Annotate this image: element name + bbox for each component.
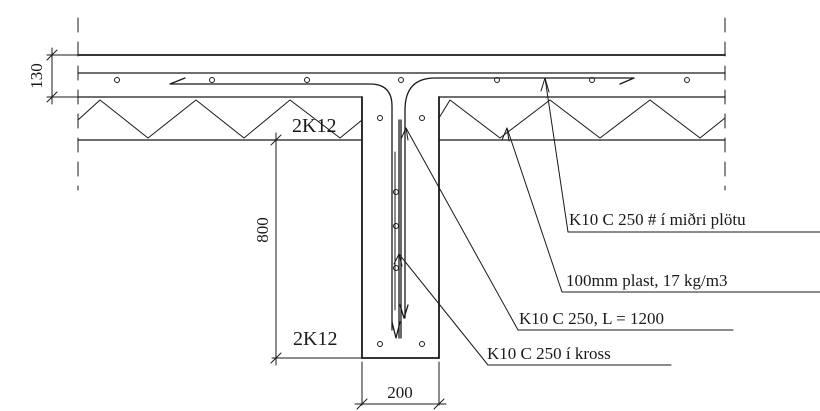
bottom-rebar-label: 2K12 — [293, 328, 337, 350]
slab-outline — [77, 54, 726, 141]
wall-rebar-dots — [377, 115, 425, 347]
slab-rebar-dots — [114, 77, 690, 83]
insulation-zigzag-left — [77, 99, 363, 139]
top-rebar-label: 2K12 — [292, 115, 336, 137]
insulation-zigzag-right — [438, 99, 726, 139]
wall-height-dimension — [270, 132, 363, 366]
slab-rebar — [169, 77, 635, 331]
wall-rebar — [391, 119, 409, 339]
annotation-mid-slab-mesh: K10 C 250 # í miðri plötu — [569, 210, 746, 229]
wall-outline — [361, 96, 440, 359]
annotation-wall-bars-length: K10 C 250, L = 1200 — [519, 309, 664, 328]
wall-width-label: 200 — [387, 383, 413, 402]
slab-thickness-dimension — [46, 47, 79, 105]
annotation-insulation: 100mm plast, 17 kg/m3 — [566, 271, 728, 290]
wall-height-label: 800 — [253, 217, 272, 243]
annotation-cross-bars: K10 C 250 í kross — [487, 344, 611, 363]
wall-width-dimension — [354, 361, 447, 410]
slab-thickness-label: 130 — [27, 63, 46, 89]
leader-lines — [393, 77, 820, 366]
